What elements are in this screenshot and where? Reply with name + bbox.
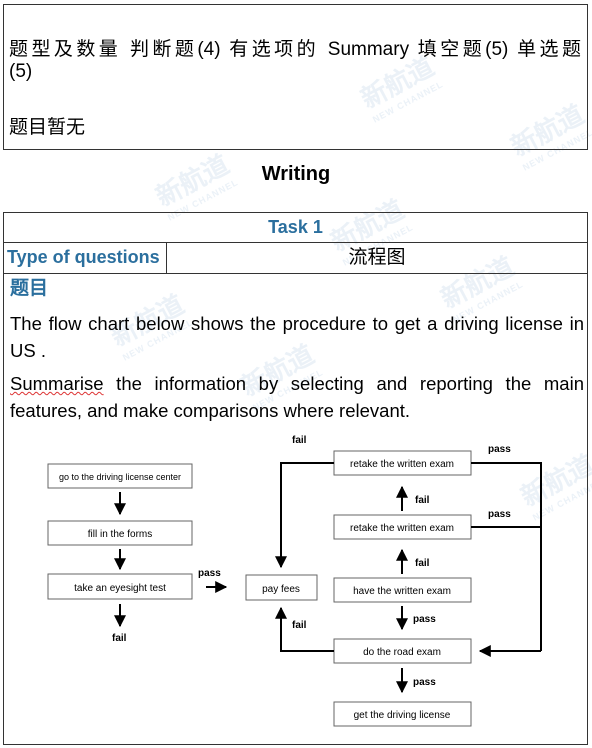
instruction-text: the information by selecting and reporti… [10,373,584,421]
label-written-fail: fail [415,558,430,569]
svg-text:retake the written exam: retake the written exam [350,459,454,470]
svg-text:pay fees: pay fees [262,584,300,595]
label-retake-fail: fail [415,495,430,506]
question-types-line-continued: (5) [9,61,33,82]
task-box: Task 1 Type of questions 流程图 题目 The flow… [3,212,588,745]
label-eye-pass: pass [198,568,221,579]
node-road-exam: do the road exam [333,638,472,664]
task-title: Task 1 [4,213,587,243]
label-retake-top-fail: fail [292,435,307,446]
node-go-to-center: go to the driving license center [47,463,193,489]
label-road-pass: pass [413,677,436,688]
node-get-license: get the driving license [333,701,472,727]
spellcheck-word: Summarise [10,373,104,394]
node-written-exam: have the written exam [333,577,472,603]
svg-text:take an eyesight test: take an eyesight test [74,583,166,594]
svg-text:get the driving license: get the driving license [354,710,451,721]
flow-chart: go to the driving license center fill in… [47,435,542,727]
question-heading: 题目 [10,278,49,299]
type-value: 流程图 [167,243,587,274]
label-retake-top-pass: pass [488,444,511,455]
node-fill-forms: fill in the forms [47,520,193,546]
node-retake-written-exam: retake the written exam [333,514,472,540]
svg-text:have the written exam: have the written exam [353,586,451,597]
node-eyesight-test: take an eyesight test [47,573,193,600]
no-questions-note: 题目暂无 [9,117,86,138]
svg-text:retake the written exam: retake the written exam [350,523,454,534]
label-road-fail: fail [292,620,307,631]
svg-text:do the road exam: do the road exam [363,647,441,658]
question-summary-box: 题型及数量 判断题(4) 有选项的 Summary 填空题(5) 单选题 (5)… [3,4,588,150]
node-retake-written-exam-top: retake the written exam [333,450,472,476]
task-prompt: The flow chart below shows the procedure… [10,313,584,361]
label-retake-pass: pass [488,509,511,520]
arrow-road-fail-to-pay [275,606,334,652]
type-label: Type of questions [4,243,167,274]
label-written-pass: pass [413,614,436,625]
arrow-retake-fail-to-pay [275,462,334,569]
svg-text:go to the driving license cent: go to the driving license center [59,472,181,482]
line-retake-top-pass [471,462,542,651]
task-instruction: Summarise the information by selecting a… [10,370,584,424]
label-eye-fail: fail [112,633,127,644]
svg-text:fill in the forms: fill in the forms [88,529,152,540]
question-types-line: 题型及数量 判断题(4) 有选项的 Summary 填空题(5) 单选题 [9,39,581,60]
node-pay-fees: pay fees [245,574,318,601]
section-heading: Writing [261,163,331,185]
